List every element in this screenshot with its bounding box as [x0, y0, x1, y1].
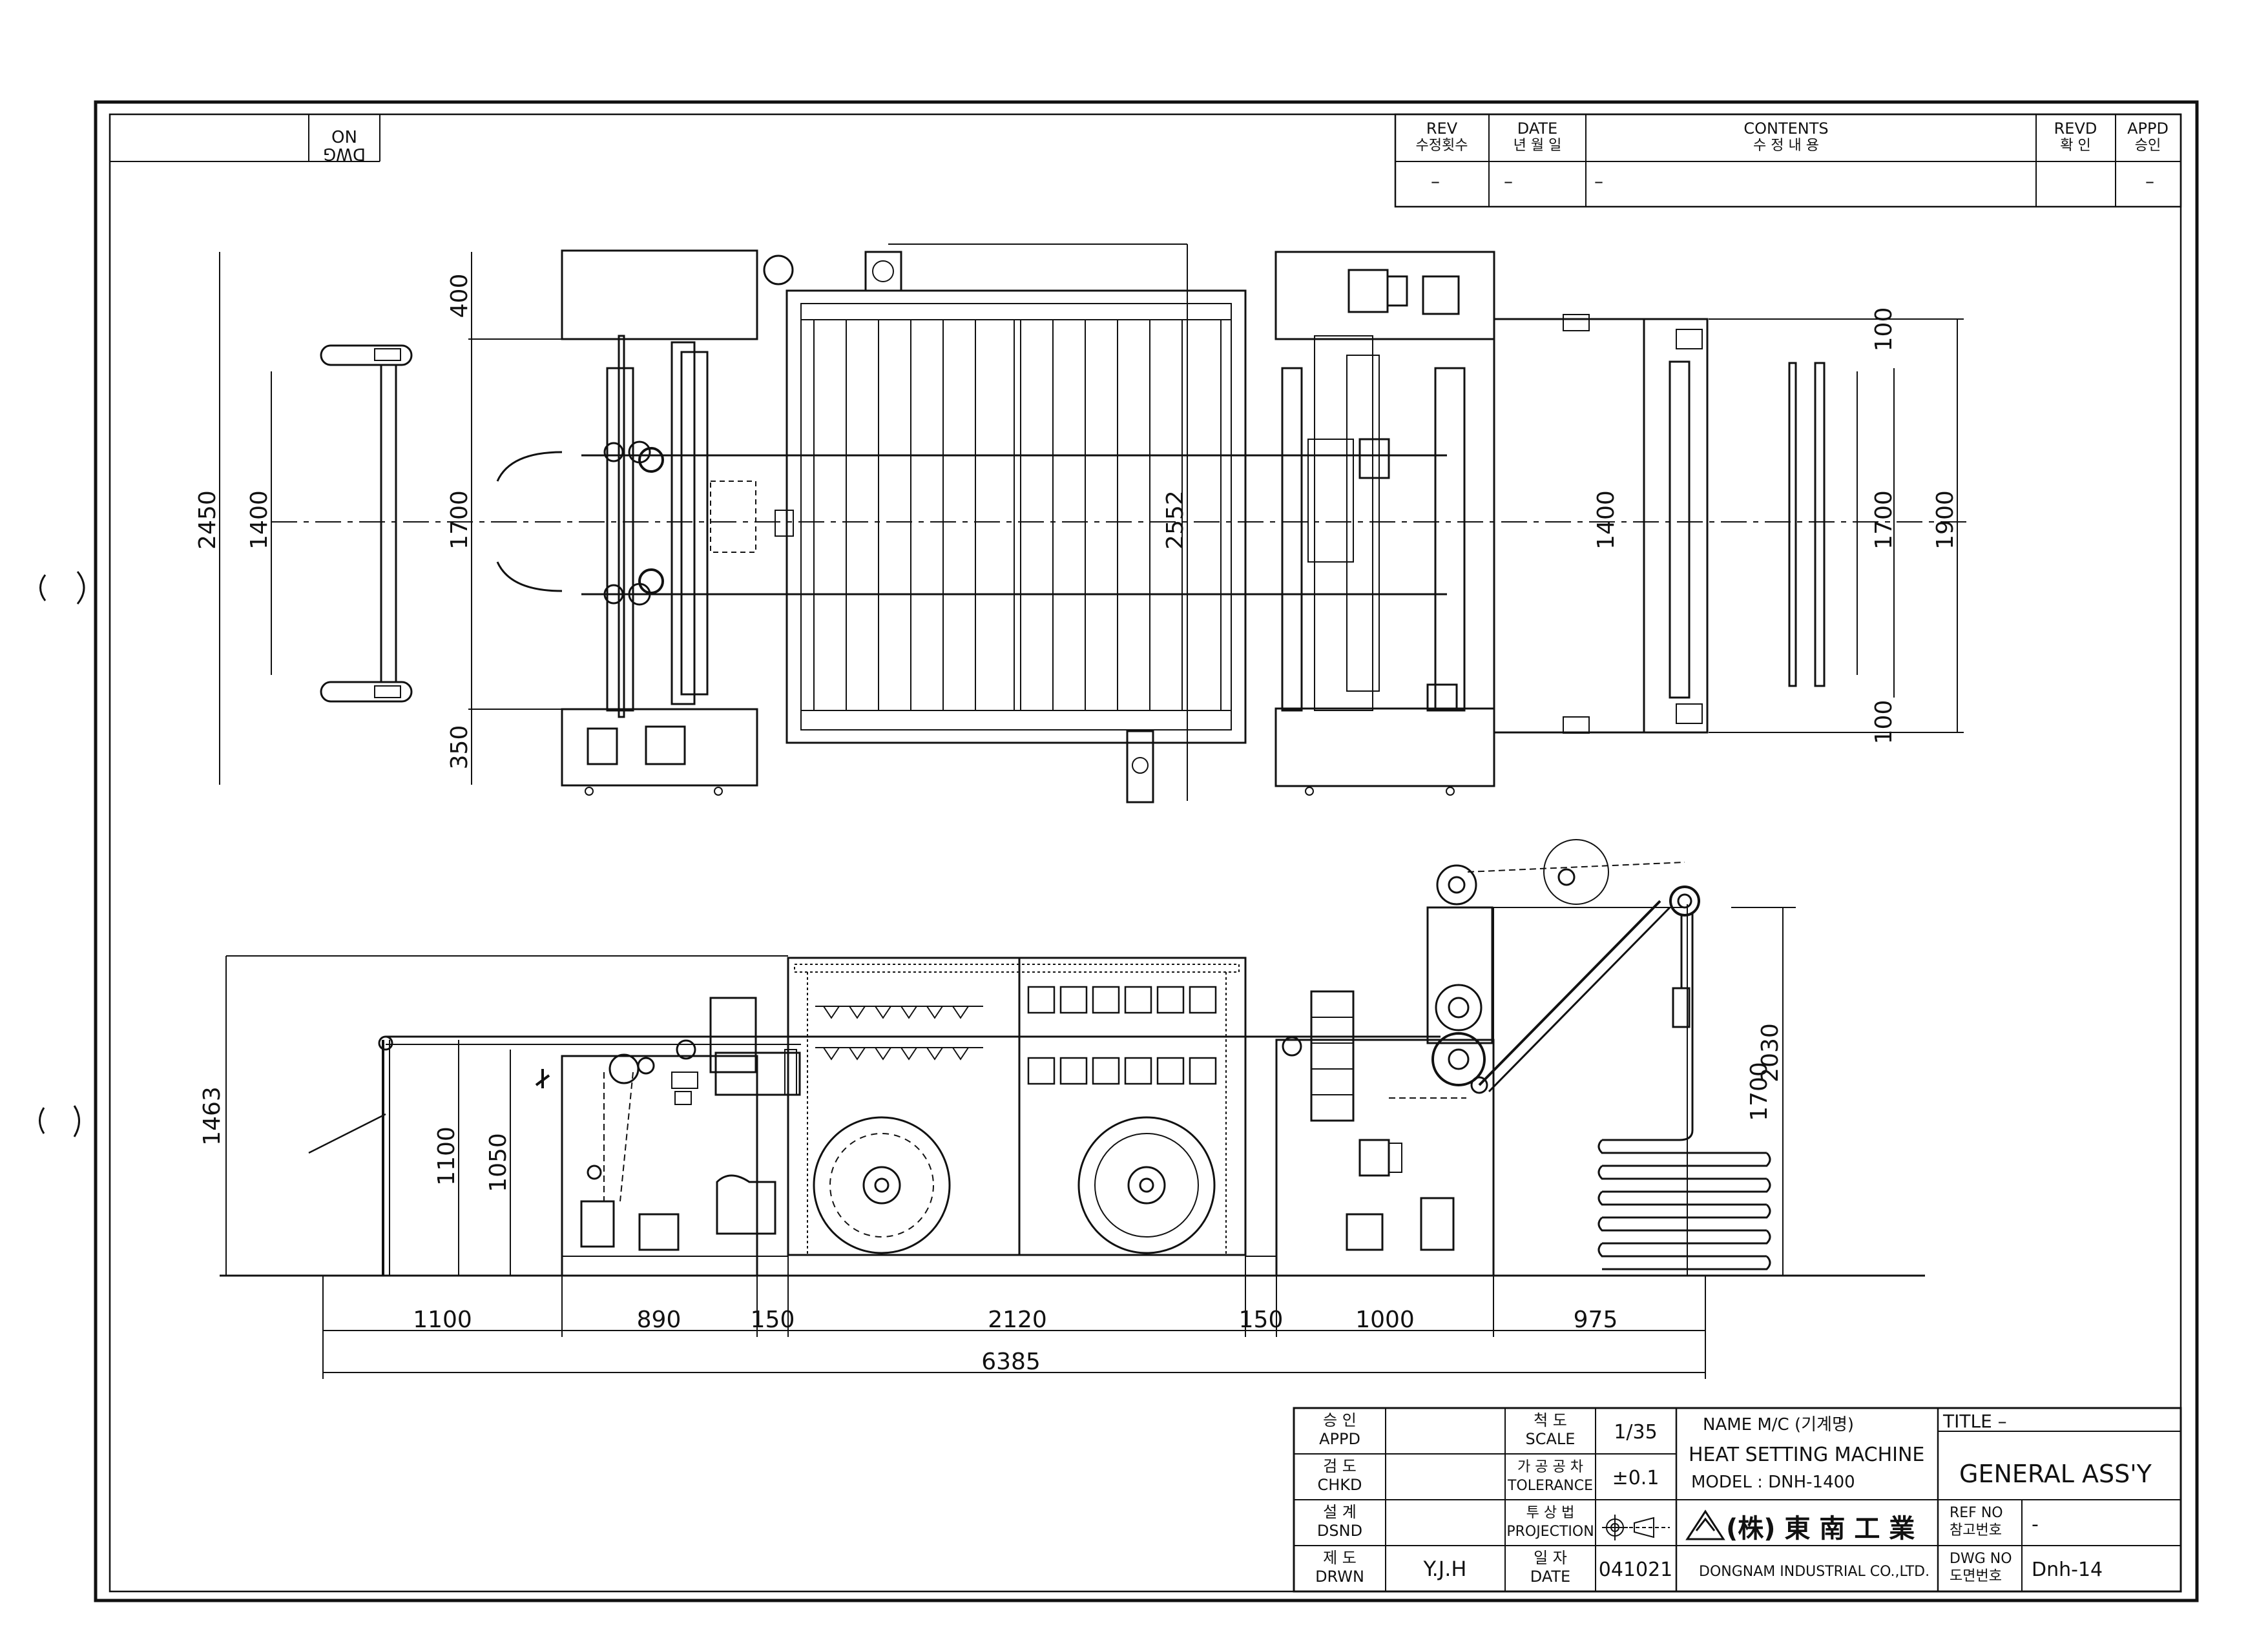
contents-header: CONTENTS	[1743, 119, 1828, 138]
dsnd-label: DSND	[1317, 1522, 1362, 1540]
feed-section-plan	[496, 249, 794, 796]
dim-length-4: 2120	[988, 1307, 1047, 1333]
projection-label-kr: 투 상 법	[1526, 1505, 1575, 1521]
chkd-label: CHKD	[1317, 1476, 1362, 1494]
dwg-no-title-label-kr: 도면번호	[1950, 1568, 2002, 1584]
dim-elev-overall-height: 2030	[1757, 1023, 1784, 1082]
tolerance-label: TOLERANCE	[1507, 1478, 1593, 1494]
dim-plan-roller-right: 1400	[1593, 490, 1619, 550]
drawing-title: GENERAL ASS'Y	[1959, 1460, 2152, 1488]
dim-length-total: 6385	[981, 1349, 1041, 1375]
dim-plan-bottom-right: 100	[1871, 700, 1897, 745]
feed-section-elevation	[535, 997, 801, 1277]
dwg-no-title-label: DWG NO	[1950, 1551, 2012, 1567]
scale-label-kr: 척 도	[1534, 1411, 1567, 1429]
dim-elev-roller-height: 1050	[485, 1133, 512, 1192]
contents-value: –	[1594, 171, 1603, 192]
elevation-dimension-lines	[225, 904, 1796, 1379]
dim-plan-width-right: 1700	[1871, 490, 1897, 550]
revd-header-kr: 확 인	[2060, 138, 2090, 154]
third-angle-projection-icon	[1602, 1515, 1670, 1540]
dim-length-3: 150	[751, 1307, 795, 1333]
title-block: 승 인 APPD 검 도 CHKD 설 계 DSND 제 도 DRWN Y.J.…	[1293, 1407, 2182, 1593]
drwn-label-kr: 제 도	[1323, 1549, 1357, 1567]
ref-no-label-kr: 참고번호	[1950, 1522, 2002, 1538]
oven-chamber-elevation	[787, 957, 1247, 1256]
dwg-no-label-top: NO	[331, 126, 357, 145]
ref-no-value: -	[2032, 1513, 2039, 1536]
date-label: DATE	[1530, 1568, 1570, 1586]
dim-plan-top-right: 100	[1871, 307, 1897, 352]
dim-plan-overall-right: 1900	[1932, 490, 1959, 550]
revision-block: REV 수정횟수 DATE 년 월 일 CONTENTS 수 정 내 용 REV…	[1394, 113, 2182, 208]
revd-header: REVD	[2054, 119, 2097, 138]
tolerance-value: ±0.1	[1612, 1467, 1659, 1489]
dim-plan-oven: 2552	[1162, 490, 1189, 550]
elevation-view: 1463 1100 1050 1700 2030 1100 890 150 21…	[199, 839, 1925, 1379]
chkd-label-kr: 검 도	[1323, 1457, 1357, 1475]
scale-label: SCALE	[1526, 1430, 1576, 1448]
appd-value: –	[2145, 171, 2154, 192]
dim-elev-height-left: 1463	[199, 1086, 225, 1146]
appd-label: APPD	[1319, 1430, 1360, 1448]
rev-header: REV	[1426, 119, 1458, 138]
dwg-no-label-bottom: DWG	[323, 144, 366, 163]
dsnd-label-kr: 설 계	[1323, 1503, 1357, 1521]
take-up-rack-plan	[1493, 314, 1826, 734]
unwind-stand-elevation	[308, 1035, 393, 1276]
contents-header-kr: 수 정 내 용	[1753, 138, 1819, 154]
dim-length-5: 150	[1239, 1307, 1284, 1333]
date-value: 041021	[1599, 1559, 1673, 1581]
dim-elev-outlet-height: 1700	[1746, 1062, 1773, 1121]
plan-view: 2450 1400 1700 400 350 2552 100 1400 170…	[194, 243, 1970, 803]
dim-plan-overall-left: 2450	[194, 490, 221, 550]
appd-label-kr: 승 인	[1323, 1411, 1357, 1429]
take-up-rack-elevation	[1467, 839, 1771, 1270]
dim-plan-top-left: 400	[446, 274, 473, 318]
title-label: TITLE –	[1942, 1411, 2007, 1432]
projection-label: PROJECTION	[1506, 1524, 1594, 1540]
dim-length-2: 890	[637, 1307, 681, 1333]
drawn-by-value: Y.J.H	[1423, 1557, 1467, 1581]
unwind-roller-plan	[320, 344, 413, 703]
model-label: MODEL : DNH-1400	[1691, 1473, 1855, 1492]
plan-dimension-lines	[219, 252, 1964, 801]
rev-header-kr: 수정횟수	[1416, 138, 1468, 154]
machine-name: HEAT SETTING MACHINE	[1689, 1444, 1924, 1466]
appd-header-kr: 승인	[2135, 138, 2161, 154]
company-name-english: DONGNAM INDUSTRIAL CO.,LTD.	[1699, 1564, 1930, 1580]
dwg-no-corner-box: NO DWG	[110, 114, 380, 163]
date-header-kr: 년 월 일	[1514, 138, 1562, 154]
elevation-dimension-labels: 1463 1100 1050 1700 2030 1100 890 150 21…	[199, 1023, 1784, 1375]
dim-length-1: 1100	[413, 1307, 472, 1333]
drwn-label: DRWN	[1315, 1568, 1364, 1586]
company-logo-icon	[1685, 1509, 1725, 1540]
date-value: –	[1504, 171, 1513, 192]
dim-length-6: 1000	[1355, 1307, 1415, 1333]
dim-plan-roller-left: 1400	[246, 490, 273, 550]
oven-chamber-plan	[710, 243, 1247, 803]
date-label-kr: 일 자	[1534, 1549, 1567, 1567]
company-name-korean: (株) 東 南 工 業	[1726, 1514, 1915, 1544]
ref-no-label: REF NO	[1950, 1505, 2003, 1521]
dim-length-7: 975	[1574, 1307, 1618, 1333]
dim-plan-bottom-left: 350	[446, 725, 473, 770]
plan-dimension-labels: 2450 1400 1700 400 350 2552 100 1400 170…	[194, 274, 1959, 770]
name-mc-label: NAME M/C (기계명)	[1703, 1415, 1854, 1435]
dim-plan-width-left: 1700	[446, 490, 473, 550]
dwg-no-value: Dnh-14	[2032, 1559, 2103, 1581]
rev-value: –	[1431, 171, 1440, 192]
tolerance-label-kr: 가 공 공 차	[1517, 1459, 1583, 1475]
scale-value: 1/35	[1614, 1421, 1657, 1444]
binder-hole-marks	[39, 571, 85, 1137]
dim-elev-feed-height: 1100	[433, 1126, 460, 1186]
appd-header: APPD	[2127, 119, 2169, 138]
outer-border	[94, 100, 2199, 1602]
date-header: DATE	[1517, 119, 1557, 138]
outlet-section-plan	[1274, 251, 1495, 796]
